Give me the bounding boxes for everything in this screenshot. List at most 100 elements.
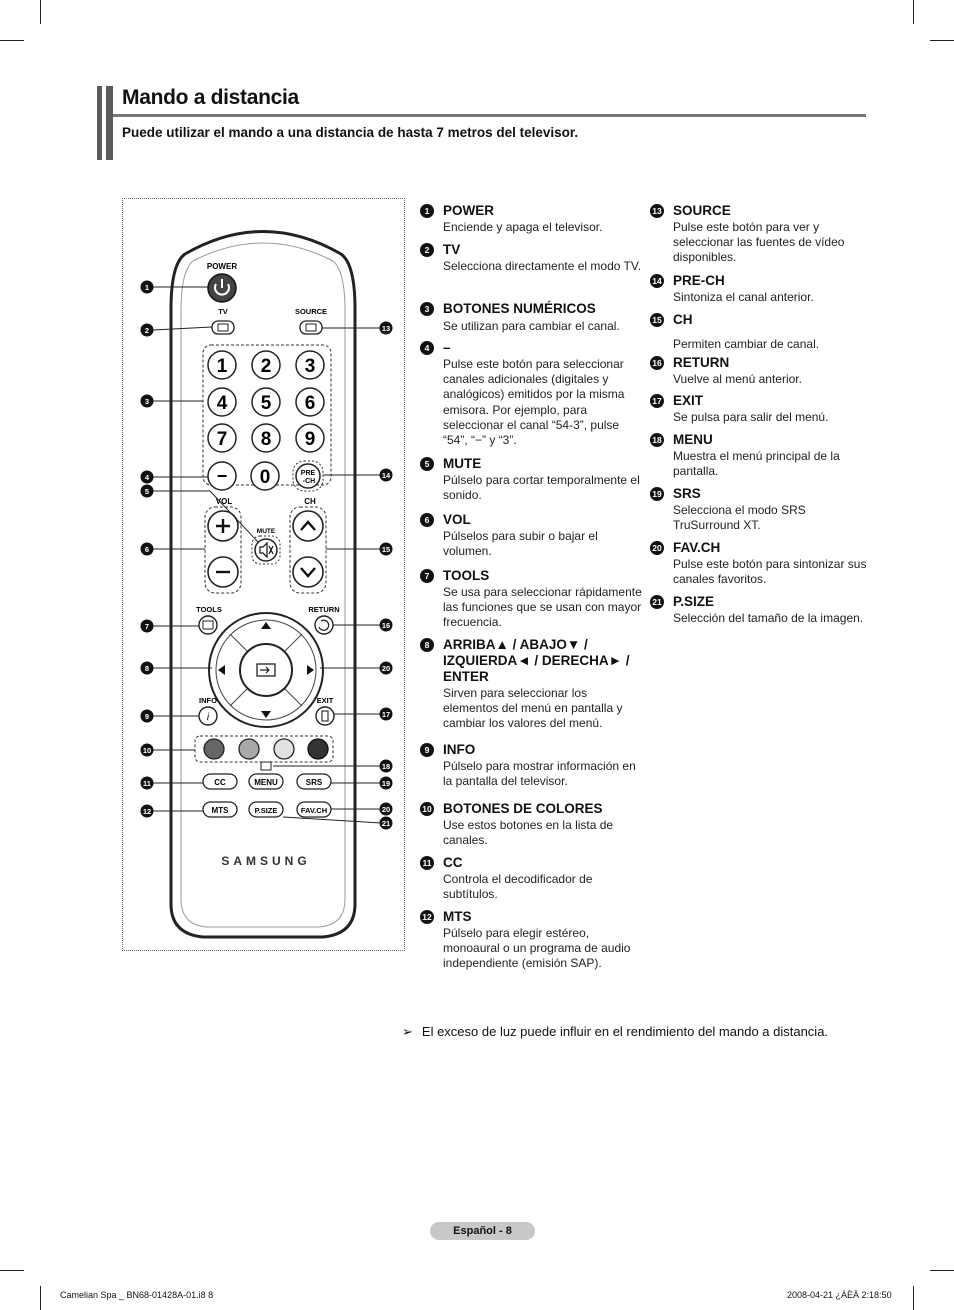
remote-inner-edge [180, 242, 346, 928]
item-number-badge: 19 [650, 487, 664, 501]
blue-button[interactable] [307, 738, 329, 760]
callout-marker-left [140, 394, 154, 408]
digit-button-3[interactable] [295, 350, 325, 380]
callout-marker-left-label: 1 [145, 283, 149, 292]
item-heading: SRS [673, 486, 701, 501]
p-size-label: P.SIZE [255, 806, 278, 815]
tv-button[interactable] [211, 320, 235, 335]
dpad-up-button[interactable] [261, 622, 271, 629]
item-description: Muestra el menú principal de la pantalla… [673, 449, 840, 479]
callout-marker-right [379, 661, 393, 675]
crop-mark [930, 40, 954, 41]
exit-button[interactable] [315, 706, 335, 726]
tv-icon [217, 323, 229, 332]
item-number-badge: 13 [650, 204, 664, 218]
source-label: SOURCE [295, 307, 327, 316]
item-description: Púlselo para cortar temporalmente el son… [443, 473, 640, 503]
crop-mark [40, 0, 41, 24]
enter-icon [256, 663, 276, 677]
menu-label: MENU [254, 778, 278, 787]
p-size-button[interactable] [248, 801, 284, 818]
cc-label: CC [214, 778, 226, 787]
chevron-up-icon [300, 520, 316, 531]
green-button[interactable] [238, 738, 260, 760]
pre-ch-label-bottom: -CH [303, 478, 315, 485]
crop-mark [0, 1270, 24, 1271]
crop-mark [913, 1286, 914, 1310]
digit-button-8[interactable] [251, 423, 281, 453]
item-description: Use estos botones en la lista de canales… [443, 818, 614, 848]
item-number-badge: 2 [420, 243, 434, 257]
item-number-badge: 6 [420, 513, 434, 527]
callout-marker-right [379, 707, 393, 721]
item-description: Se utilizan para cambiar el canal. [443, 319, 620, 333]
exit-icon [321, 710, 329, 722]
item-description: Vuelve al menú anterior. [673, 372, 802, 386]
samsung-logo: SAMSUNG [221, 854, 310, 868]
color-buttons-frame [194, 735, 334, 763]
power-icon [214, 283, 230, 296]
callout-marker-left-label: 12 [143, 807, 151, 816]
dpad-left-button[interactable] [218, 665, 225, 675]
tools-button[interactable] [198, 615, 218, 635]
crop-mark [930, 1270, 954, 1271]
title-rule [113, 114, 866, 117]
title-accent-bar [97, 86, 113, 160]
return-button[interactable] [314, 615, 334, 635]
tools-label: TOOLS [196, 605, 222, 614]
ch-down-button[interactable] [292, 556, 324, 588]
red-button[interactable] [203, 738, 225, 760]
item-number-badge: 20 [650, 541, 664, 555]
item-number-badge: 8 [420, 638, 434, 652]
remote-body [169, 230, 357, 939]
item-description: Pulse este botón para seleccionar canale… [443, 357, 625, 448]
digit-button-4[interactable] [207, 387, 237, 417]
item-number-badge: 3 [420, 302, 434, 316]
source-button[interactable] [299, 320, 323, 335]
item-heading: CH [673, 312, 693, 327]
srs-button[interactable] [296, 773, 332, 790]
digit-label: 7 [217, 429, 228, 450]
item-heading: – [443, 340, 451, 355]
digit-button-6[interactable] [295, 387, 325, 417]
callout-marker-left-label: 4 [145, 473, 150, 482]
digit-button-0[interactable] [250, 461, 280, 491]
callout-marker-right [379, 759, 393, 773]
item-heading: MUTE [443, 456, 482, 471]
mts-button[interactable] [202, 801, 238, 818]
dpad-down-button[interactable] [261, 711, 271, 718]
prech-frame [292, 460, 324, 492]
callout-marker-left-label: 7 [145, 622, 149, 631]
item-number-badge: 14 [650, 274, 664, 288]
callout-marker-left-label: 10 [143, 746, 151, 755]
digit-button-2[interactable] [251, 350, 281, 380]
dpad-right-button[interactable] [307, 665, 314, 675]
item-heading: SOURCE [673, 203, 731, 218]
item-number-badge: 1 [420, 204, 434, 218]
note: ➢El exceso de luz puede influir en el re… [402, 1024, 828, 1040]
yellow-button[interactable] [273, 738, 295, 760]
cc-button[interactable] [202, 773, 238, 790]
digit-button-5[interactable] [251, 387, 281, 417]
dash-button[interactable] [207, 461, 237, 491]
digit-button-1[interactable] [207, 350, 237, 380]
digit-button-7[interactable] [207, 423, 237, 453]
item-description: Sirven para seleccionar los elementos de… [443, 686, 623, 731]
item-heading: MTS [443, 909, 472, 924]
digit-button-9[interactable] [295, 423, 325, 453]
mute-button[interactable] [254, 538, 278, 562]
tools-icon [202, 620, 214, 630]
digit-label: 2 [261, 356, 272, 377]
plus-icon [216, 519, 230, 533]
ch-up-button[interactable] [292, 510, 324, 542]
menu-button[interactable] [248, 773, 284, 790]
callout-marker-right-label: 18 [382, 762, 390, 771]
return-label: RETURN [308, 605, 339, 614]
callout-marker-left [140, 619, 154, 633]
callout-marker-left-label: 9 [145, 712, 149, 721]
pre-ch-button[interactable] [295, 463, 321, 489]
callout-marker-left [140, 743, 154, 757]
callout-marker-right [379, 468, 393, 482]
callout-marker-left-label: 3 [145, 397, 149, 406]
note-text: El exceso de luz puede influir en el ren… [421, 1024, 829, 1039]
